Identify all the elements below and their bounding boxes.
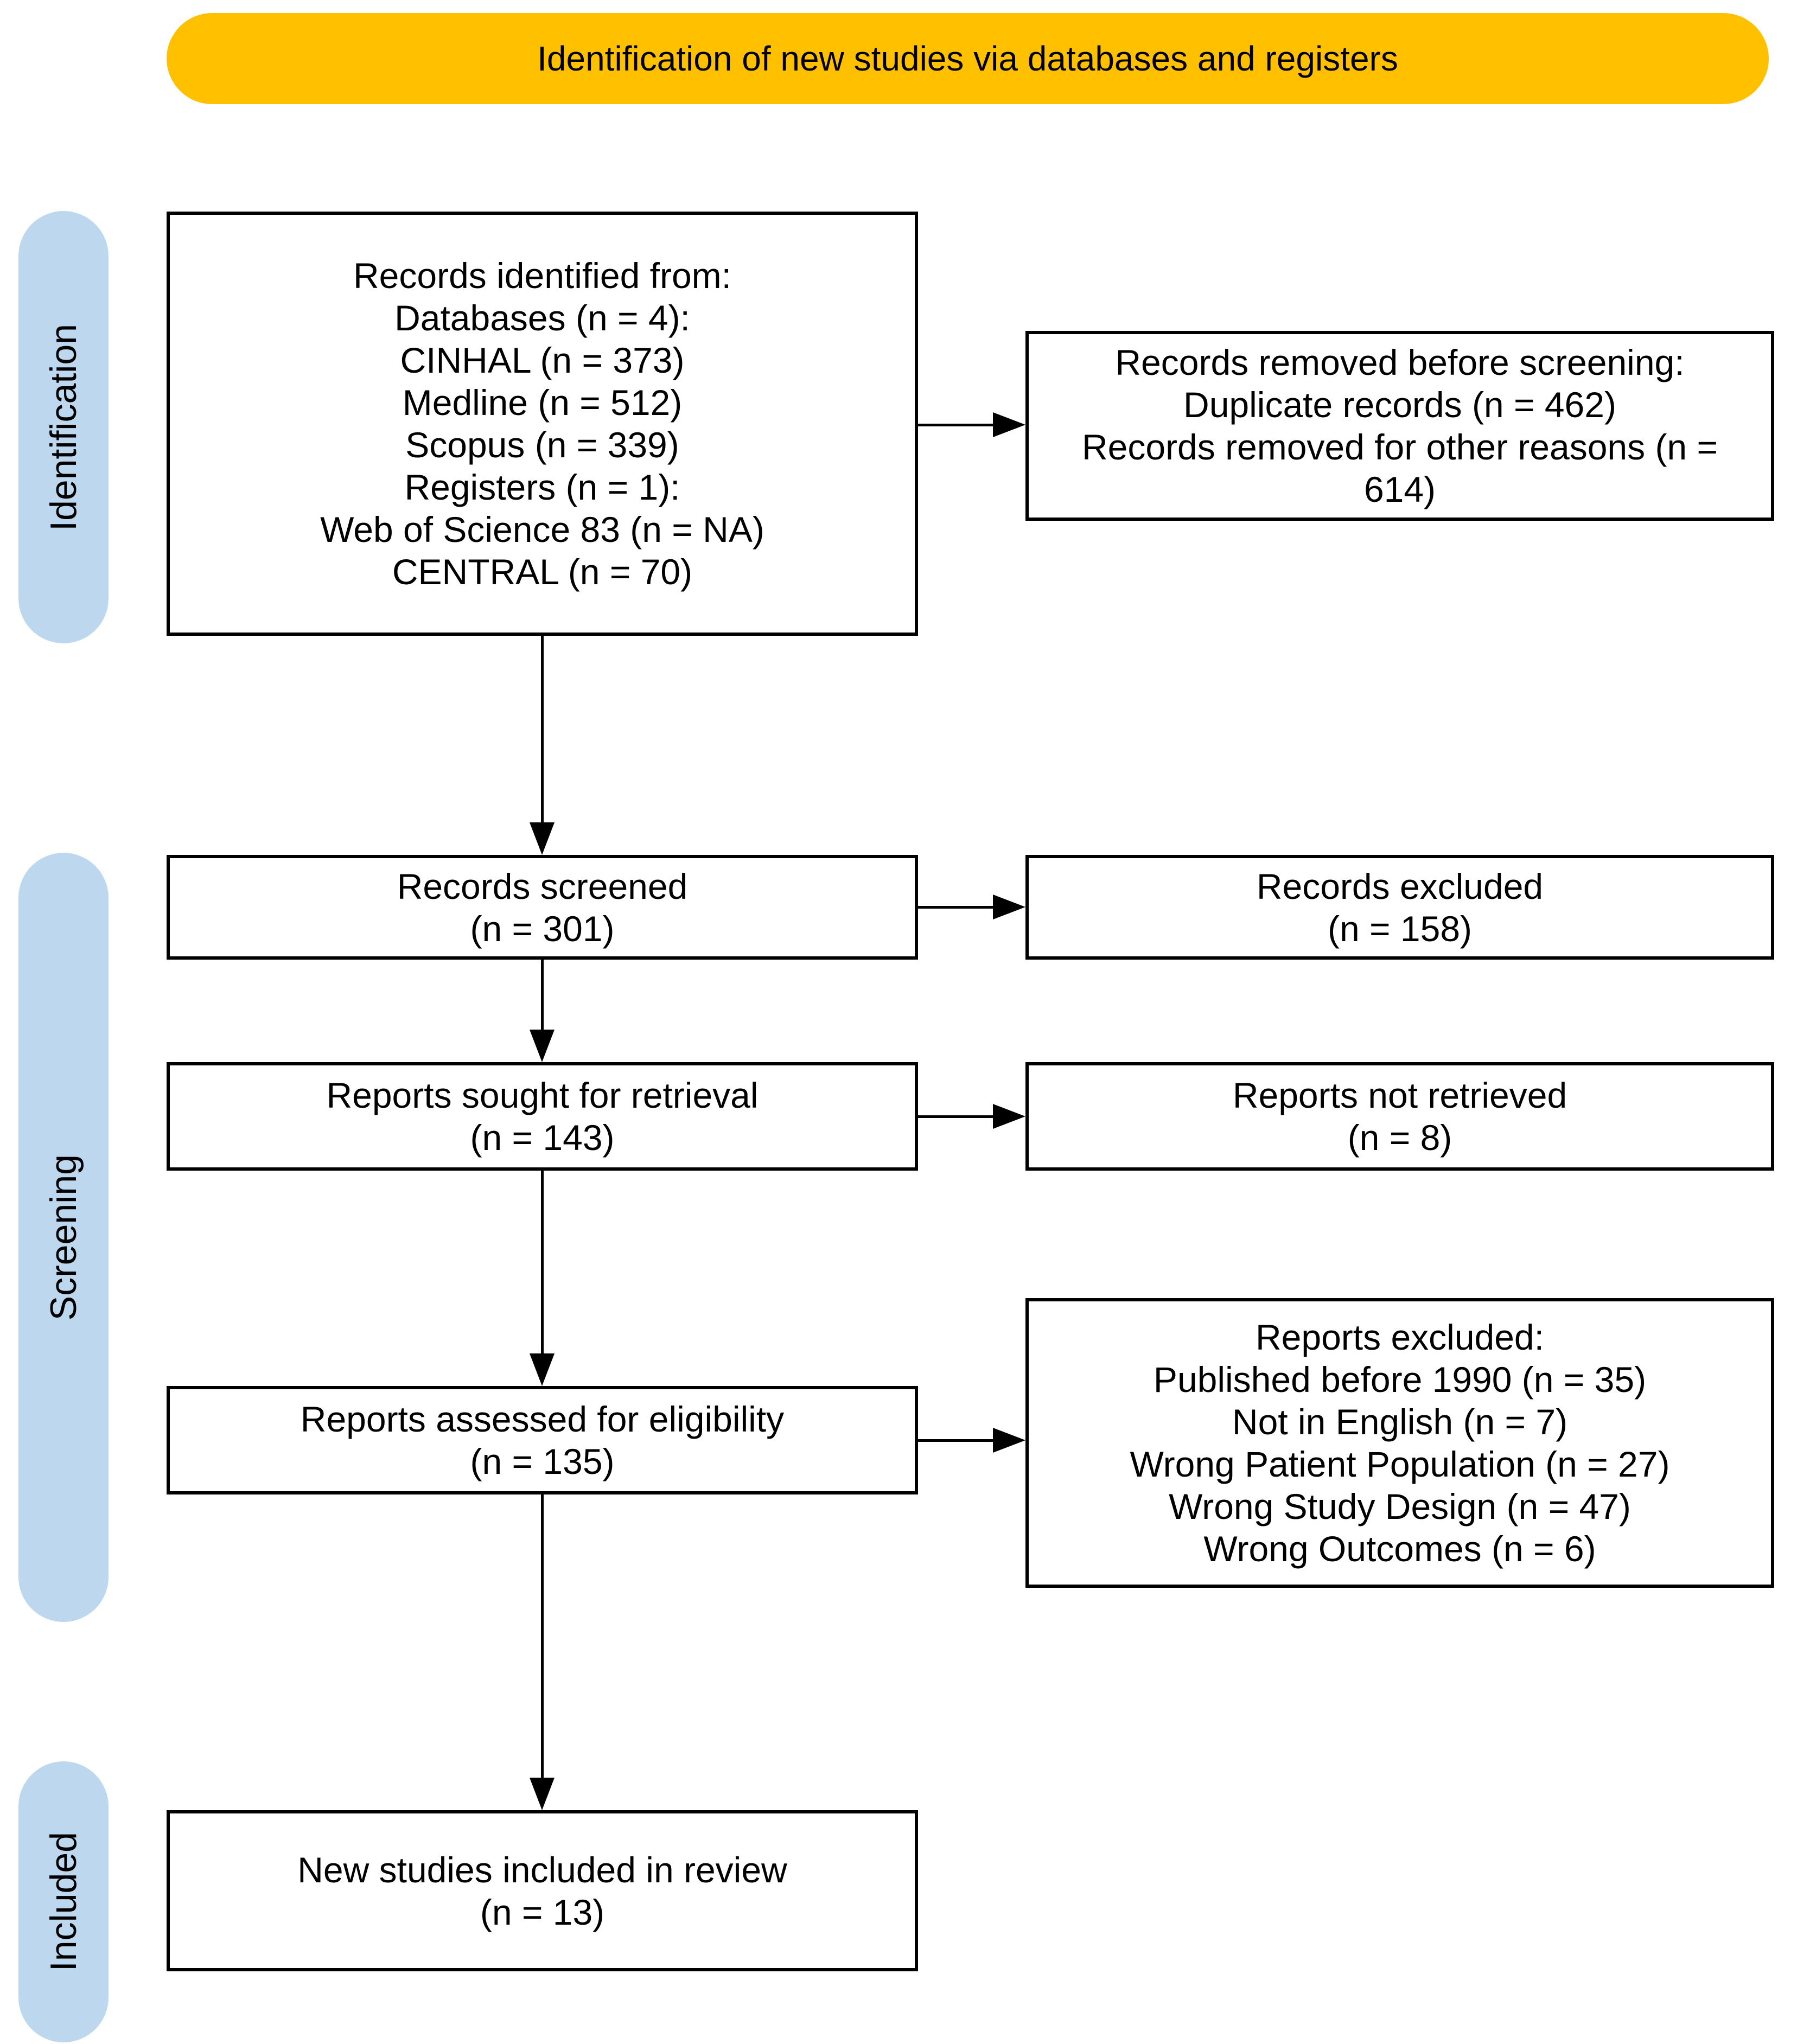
box-line: (n = 135): [470, 1441, 615, 1481]
box-line: Web of Science 83 (n = NA): [320, 509, 764, 550]
box-line: New studies included in review: [297, 1849, 787, 1890]
arrow-line: [541, 1171, 544, 1353]
arrow-line: [541, 960, 544, 1030]
box-line: Medline (n = 512): [402, 382, 683, 423]
box-line: (n = 143): [470, 1117, 615, 1158]
box-line: (n = 8): [1347, 1117, 1452, 1158]
box-line: CENTRAL (n = 70): [392, 552, 693, 592]
arrow-head-down-icon: [530, 822, 555, 855]
arrow-head-down-icon: [530, 1778, 555, 1810]
arrow-line: [541, 1494, 544, 1778]
box-line: (n = 158): [1328, 908, 1472, 949]
arrow-line: [918, 906, 993, 909]
box-new-studies-included: New studies included in review (n = 13): [167, 1810, 918, 1971]
box-line: Databases (n = 4):: [394, 298, 690, 338]
box-line: (n = 301): [470, 908, 615, 949]
box-line: Reports not retrieved: [1232, 1075, 1567, 1115]
stage-label-text: Identification: [43, 323, 84, 531]
box-reports-assessed-for-eligibility: Reports assessed for eligibility (n = 13…: [167, 1386, 918, 1494]
box-line: Reports assessed for eligibility: [300, 1399, 785, 1439]
box-line: CINHAL (n = 373): [400, 340, 685, 380]
box-line: Reports excluded:: [1256, 1317, 1544, 1357]
box-line: Wrong Study Design (n = 47): [1169, 1486, 1631, 1526]
stage-label-text: Included: [43, 1832, 84, 1972]
box-line: Records removed for other reasons (n = 6…: [1081, 427, 1718, 509]
box-line: Records identified from:: [353, 256, 731, 296]
stage-label-text: Screening: [43, 1154, 84, 1321]
box-reports-not-retrieved: Reports not retrieved (n = 8): [1025, 1062, 1774, 1171]
box-line: Records screened: [397, 866, 688, 906]
box-reports-excluded: Reports excluded: Published before 1990 …: [1025, 1298, 1774, 1588]
arrow-line: [541, 636, 544, 822]
arrow-head-right-icon: [993, 1428, 1025, 1453]
box-records-removed-before-screening: Records removed before screening: Duplic…: [1025, 331, 1774, 521]
box-line: Registers (n = 1):: [404, 467, 680, 507]
box-line: Published before 1990 (n = 35): [1153, 1359, 1647, 1400]
box-line: Scopus (n = 339): [405, 425, 679, 465]
box-line: Wrong Patient Population (n = 27): [1130, 1444, 1670, 1484]
box-line: Duplicate records (n = 462): [1183, 385, 1616, 425]
box-records-identified: Records identified from: Databases (n = …: [167, 212, 918, 636]
banner-title: Identification of new studies via databa…: [167, 13, 1769, 104]
stage-label-screening: Screening: [18, 853, 109, 1622]
arrow-head-right-icon: [993, 1104, 1025, 1129]
stage-label-identification: Identification: [18, 211, 109, 643]
arrow-line: [918, 1115, 993, 1118]
arrow-head-down-icon: [530, 1030, 555, 1062]
box-line: Records removed before screening:: [1115, 342, 1685, 382]
box-reports-sought-for-retrieval: Reports sought for retrieval (n = 143): [167, 1062, 918, 1171]
box-line: Reports sought for retrieval: [326, 1075, 759, 1115]
arrow-head-right-icon: [993, 895, 1025, 919]
box-records-screened: Records screened (n = 301): [167, 855, 918, 960]
box-line: Records excluded: [1256, 866, 1544, 906]
box-line: Wrong Outcomes (n = 6): [1203, 1529, 1596, 1569]
arrow-line: [918, 424, 993, 426]
box-records-excluded: Records excluded (n = 158): [1025, 855, 1774, 960]
box-line: (n = 13): [480, 1892, 605, 1932]
arrow-head-down-icon: [530, 1353, 555, 1386]
stage-label-included: Included: [18, 1761, 109, 2042]
box-line: Not in English (n = 7): [1232, 1402, 1568, 1442]
arrow-head-right-icon: [993, 412, 1025, 437]
arrow-line: [918, 1439, 993, 1442]
